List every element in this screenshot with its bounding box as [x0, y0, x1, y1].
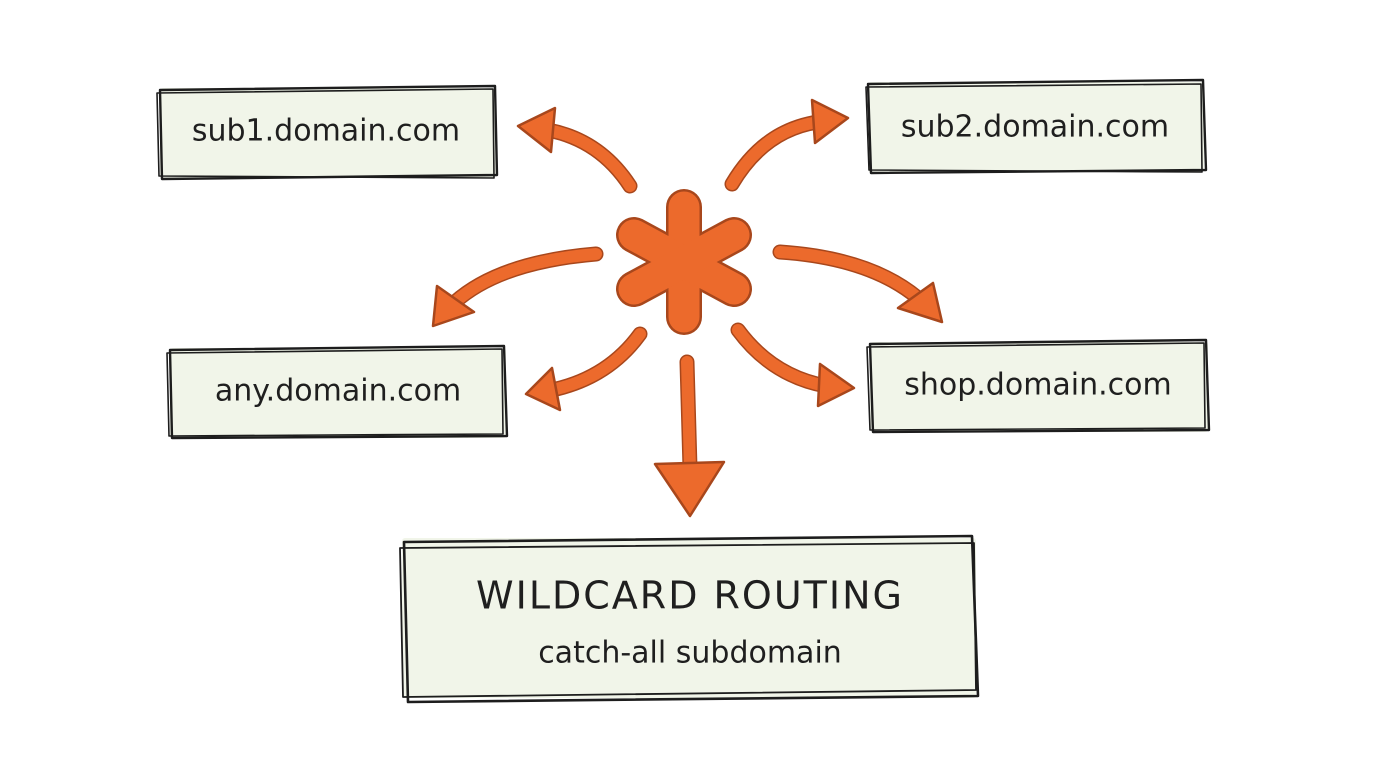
arrow-to-shop-lower [730, 322, 856, 408]
arrow-to-result [653, 354, 726, 518]
node-any: any.domain.com [166, 344, 509, 440]
node-label-shop: shop.domain.com [904, 368, 1172, 403]
arrow-to-any-upper [431, 246, 604, 328]
asterisk-icon [616, 189, 752, 335]
result-subtitle: catch-all subdomain [538, 636, 842, 671]
node-sub1: sub1.domain.com [156, 84, 499, 181]
arrow-to-sub2 [724, 98, 850, 192]
node-label-any: any.domain.com [215, 374, 461, 409]
result-box: WILDCARD ROUTING catch-all subdomain [399, 534, 980, 704]
result-title: WILDCARD ROUTING [476, 574, 904, 618]
node-label-sub2: sub2.domain.com [901, 110, 1169, 145]
arrow-to-sub1 [516, 106, 638, 194]
arrow-to-shop-upper [772, 244, 944, 324]
node-sub2: sub2.domain.com [865, 78, 1208, 175]
node-label-sub1: sub1.domain.com [192, 114, 460, 149]
arrow-to-any-lower [524, 326, 648, 412]
node-shop: shop.domain.com [866, 338, 1211, 434]
